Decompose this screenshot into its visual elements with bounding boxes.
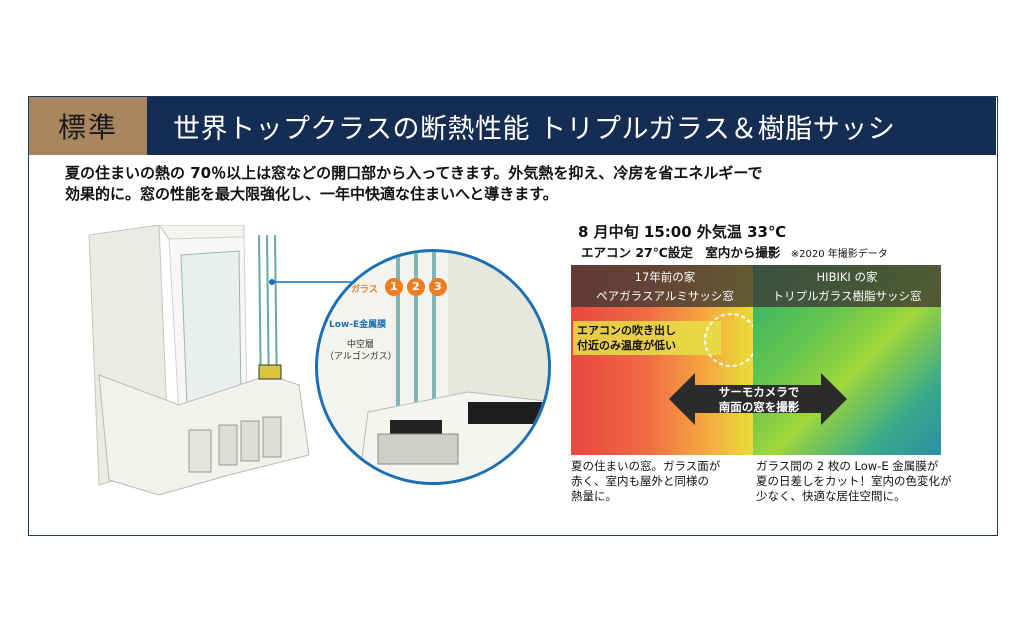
callout-line-2: 付近のみ温度が低い (577, 339, 676, 352)
thermo-note: ※2020 年撮影データ (790, 249, 888, 260)
intro-text: 夏の住まいの熱の 70％以上は窓などの開口部から入ってきます。外気熱を抑え、冷房… (65, 163, 975, 205)
header-bar: 標準 世界トップクラスの断熱性能 トリプルガラス＆樹脂サッシ (29, 97, 996, 155)
old-caption-line-2: 赤く、室内も屋外と同様の (571, 474, 709, 488)
hibiki-caption-line-1: ガラス間の 2 枚の Low-E 金属膜が (756, 459, 939, 473)
old-caption-line-3: 熱量に。 (571, 489, 617, 503)
feature-panel: 標準 世界トップクラスの断熱性能 トリプルガラス＆樹脂サッシ 夏の住まいの熱の … (28, 96, 998, 536)
old-house-label-line-1: 17年前の家 (634, 270, 696, 284)
hibiki-house-label-line-2: トリプルガラス樹脂サッシ窓 (772, 289, 922, 303)
old-house-label-line-2: ペアガラスアルミサッシ窓 (596, 289, 734, 303)
old-caption-line-1: 夏の住まいの窓。ガラス面が (571, 459, 721, 473)
glass-number-1: 1 (390, 280, 398, 293)
hibiki-house-label: HIBIKI の家 トリプルガラス樹脂サッシ窓 (753, 265, 941, 307)
arrow-text-line-2: 南面の窓を撮影 (718, 400, 800, 414)
glass-number-2: 2 (412, 280, 420, 293)
comparison-arrow (669, 373, 847, 425)
intro-line-1: 夏の住まいの熱の 70％以上は窓などの開口部から入ってきます。外気熱を抑え、冷房… (65, 164, 763, 182)
glass-number-badges (385, 278, 447, 296)
thermo-title: 8 月中旬 15:00 外気温 33℃ (578, 223, 787, 241)
hibiki-caption-line-3: 少なく、快適な居住空間に。 (756, 489, 906, 503)
air-layer-label: 中空層 (347, 340, 375, 350)
lowe-label: Low-E金属膜 (329, 320, 387, 330)
old-house-label: 17年前の家 ペアガラスアルミサッシ窓 (571, 265, 759, 307)
thermo-image-old-house: 17年前の家 ペアガラスアルミサッシ窓 エアコンの吹き出し 付近のみ温度が低い (571, 265, 759, 455)
glass-label: ガラス (351, 285, 378, 295)
arrow-text-line-1: サーモカメラで (718, 385, 800, 399)
thermo-subtitle: エアコン 27℃設定 室内から撮影 ※2020 年撮影データ (581, 242, 888, 261)
intro-line-2: 効果的に。窓の性能を最大限強化し、一年中快適な住まいへと導きます。 (65, 185, 558, 203)
aircon-highlight-circle (704, 313, 758, 367)
hibiki-house-caption: ガラス間の 2 枚の Low-E 金属膜が 夏の日差しをカット！室内の色変化が … (756, 459, 976, 504)
arrow-text: サーモカメラで 南面の窓を撮影 (695, 385, 823, 415)
hibiki-house-label-line-1: HIBIKI の家 (816, 270, 878, 284)
standard-badge: 標準 (29, 97, 147, 155)
thermo-image-hibiki-house: HIBIKI の家 トリプルガラス樹脂サッシ窓 (753, 265, 941, 455)
page-title: 世界トップクラスの断熱性能 トリプルガラス＆樹脂サッシ (173, 113, 896, 145)
glass-number-3: 3 (434, 280, 442, 293)
window-frame-illustration (88, 225, 310, 496)
old-house-caption: 夏の住まいの窓。ガラス面が 赤く、室内も屋外と同様の 熱量に。 (571, 459, 751, 504)
thermo-conditions: エアコン 27℃設定 室内から撮影 (581, 245, 781, 260)
callout-line-1: エアコンの吹き出し (577, 324, 676, 337)
hibiki-caption-line-2: 夏の日差しをカット！室内の色変化が (756, 474, 952, 488)
aircon-callout: エアコンの吹き出し 付近のみ温度が低い (573, 321, 721, 355)
argon-gas-label: （アルゴンガス） (325, 352, 397, 362)
